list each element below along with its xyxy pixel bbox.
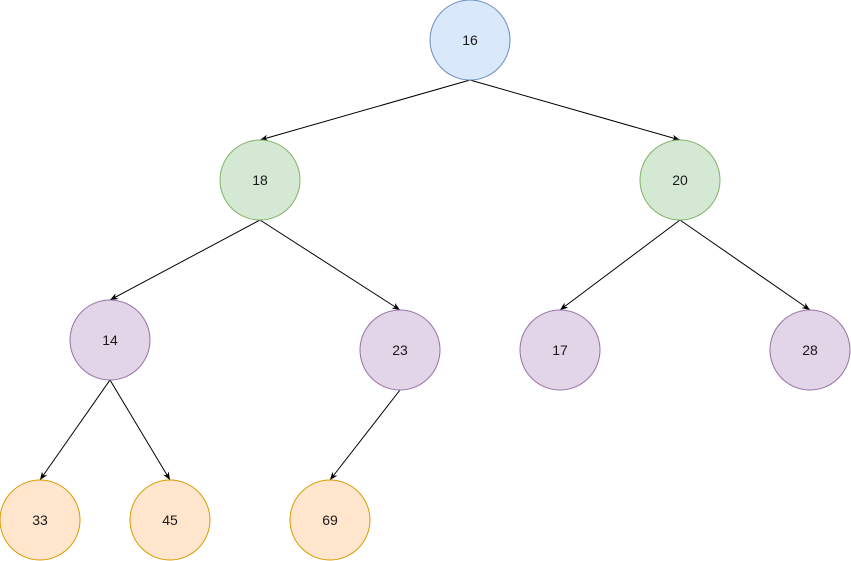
edge-18-to-23 <box>259 219 401 311</box>
edge-16-to-20 <box>469 79 681 141</box>
node-circle <box>219 139 301 221</box>
edge-14-to-33 <box>39 379 111 481</box>
node-label: 20 <box>672 172 688 188</box>
tree-node-45: 45 <box>129 479 211 561</box>
node-circle <box>0 479 81 561</box>
tree-node-17: 17 <box>519 309 601 391</box>
node-label: 69 <box>322 512 338 528</box>
node-circle <box>289 479 371 561</box>
node-label: 16 <box>462 32 478 48</box>
node-label: 23 <box>392 342 408 358</box>
node-circle <box>769 309 851 391</box>
node-circle <box>429 0 511 81</box>
edges-layer <box>39 79 811 481</box>
tree-node-16: 16 <box>429 0 511 81</box>
node-circle <box>129 479 211 561</box>
tree-node-23: 23 <box>359 309 441 391</box>
edge-16-to-18 <box>259 79 471 141</box>
node-label: 28 <box>802 342 818 358</box>
edge-23-to-69 <box>329 389 401 481</box>
tree-node-18: 18 <box>219 139 301 221</box>
node-label: 18 <box>252 172 268 188</box>
node-circle <box>359 309 441 391</box>
node-circle <box>639 139 721 221</box>
edge-18-to-14 <box>109 219 261 301</box>
edge-14-to-45 <box>109 379 171 481</box>
node-circle <box>69 299 151 381</box>
node-label: 17 <box>552 342 568 358</box>
node-label: 33 <box>32 512 48 528</box>
tree-node-14: 14 <box>69 299 151 381</box>
node-label: 45 <box>162 512 178 528</box>
node-circle <box>519 309 601 391</box>
tree-node-33: 33 <box>0 479 81 561</box>
tree-node-20: 20 <box>639 139 721 221</box>
tree-node-69: 69 <box>289 479 371 561</box>
edge-20-to-28 <box>679 219 811 311</box>
node-label: 14 <box>102 332 118 348</box>
tree-node-28: 28 <box>769 309 851 391</box>
edge-20-to-17 <box>559 219 681 311</box>
